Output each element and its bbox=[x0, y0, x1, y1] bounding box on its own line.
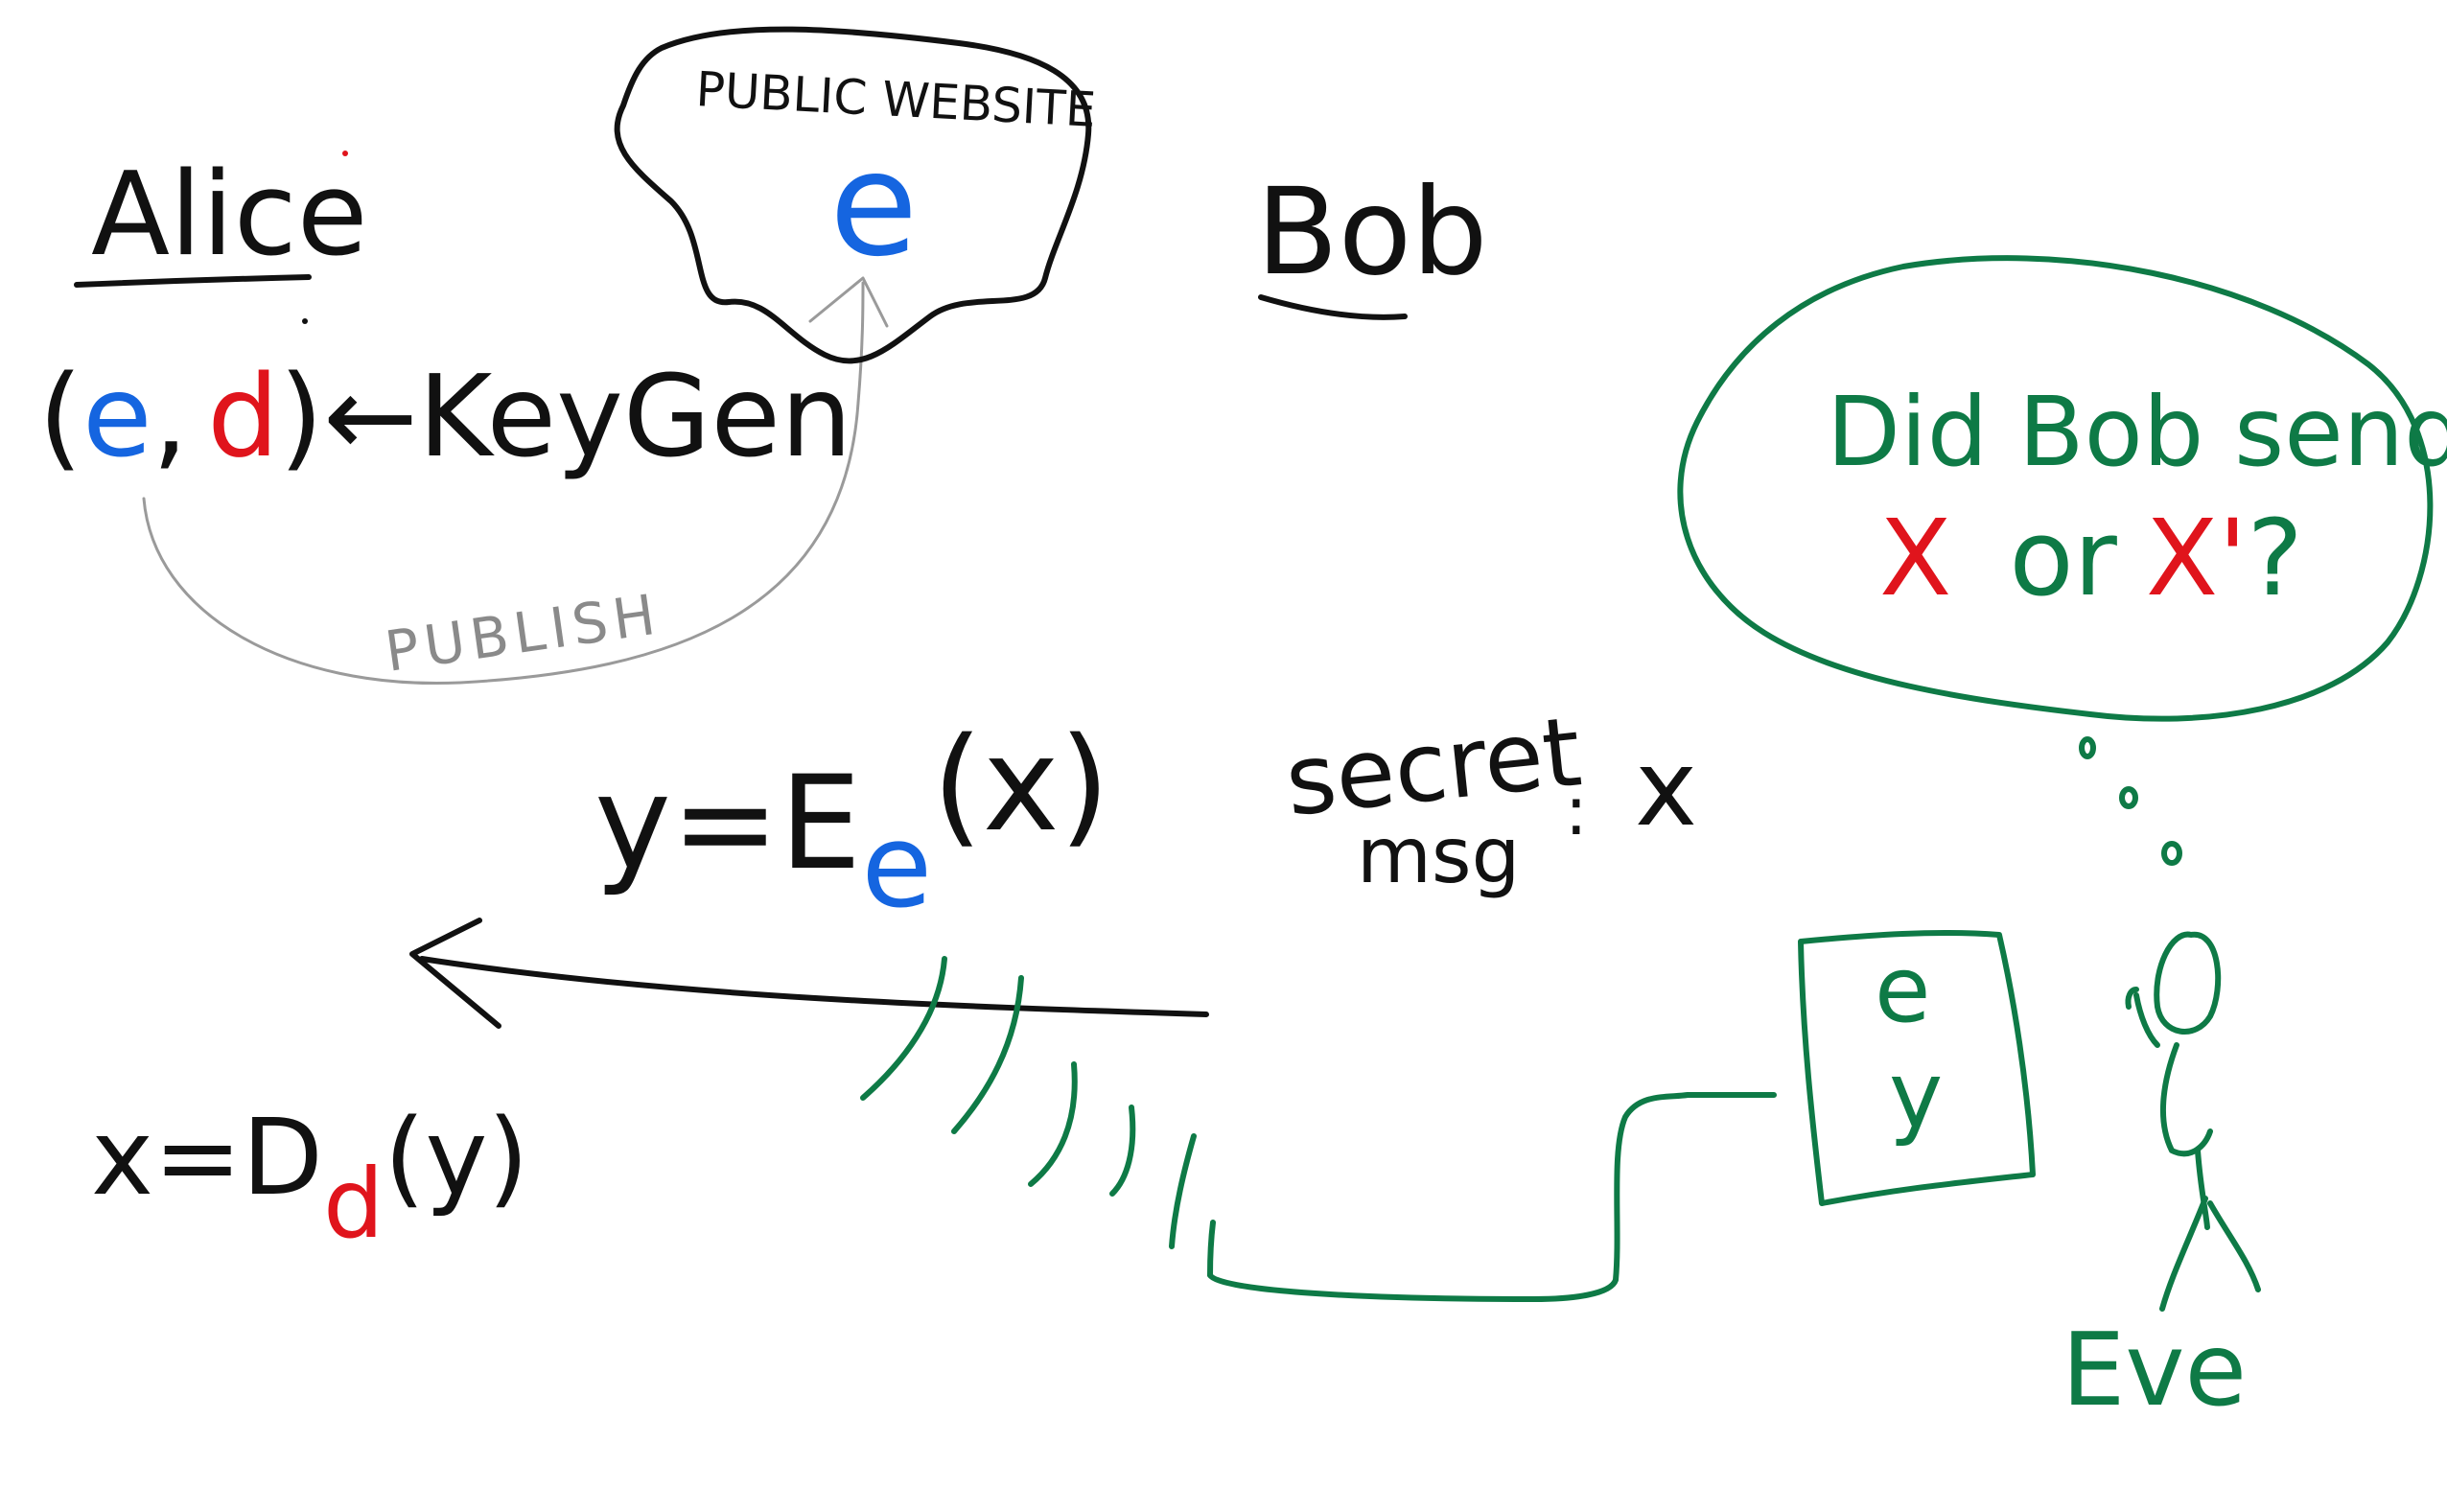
publish-label: PUBLISH bbox=[381, 581, 664, 685]
screen-ciphertext: y bbox=[1889, 1043, 1943, 1149]
thought-dot-3 bbox=[2079, 736, 2096, 759]
bob-name-underline bbox=[1258, 294, 1408, 320]
publish-arrow bbox=[142, 281, 865, 686]
secret-variable: x bbox=[1635, 727, 1697, 849]
signal-wave-3 bbox=[1028, 1061, 1078, 1187]
bob-name: Bob bbox=[1256, 163, 1488, 302]
keygen-public-key: e bbox=[82, 350, 152, 482]
message-arrowhead bbox=[409, 918, 501, 1029]
red-dot-mark bbox=[342, 151, 348, 156]
website-cloud-outline bbox=[614, 26, 1092, 364]
thought-question-line1: Did Bob send bbox=[1827, 376, 2447, 488]
keygen-open-paren: ( bbox=[38, 350, 82, 482]
eve-head bbox=[2154, 931, 2222, 1035]
eve-legs bbox=[2159, 1196, 2261, 1312]
thought-dot-2 bbox=[2119, 786, 2138, 809]
black-dot-mark bbox=[302, 318, 308, 324]
keygen-line: (e,d)←KeyGen bbox=[38, 350, 852, 482]
keygen-comma: , bbox=[152, 350, 189, 482]
thought-message-x: X bbox=[1879, 497, 1951, 619]
alice-name: Alice bbox=[91, 149, 368, 282]
thought-dot-1 bbox=[2161, 841, 2182, 866]
eve-name: Eve bbox=[2062, 1312, 2247, 1429]
public-website-cloud: PUBLIC WEBSITE e bbox=[614, 26, 1097, 364]
thought-question-mark: ? bbox=[2248, 497, 2303, 619]
publish-arrowhead bbox=[808, 276, 889, 328]
secret-label-line2: msg bbox=[1357, 811, 1520, 900]
tap-wire bbox=[1207, 1092, 1777, 1302]
eve-body bbox=[2160, 1042, 2213, 1230]
decrypt-equation: x=Dd(y) bbox=[91, 1096, 528, 1260]
alice-section: Alice (e,d)←KeyGen PUBLISH x=Dd(y) bbox=[38, 149, 889, 1260]
keygen-secret-key: d bbox=[207, 350, 279, 482]
tap-antenna bbox=[1169, 1133, 1216, 1278]
keygen-rest: )←KeyGen bbox=[279, 350, 852, 482]
website-public-key: e bbox=[829, 122, 918, 289]
intercept-screen bbox=[1798, 929, 2036, 1206]
signal-wave-2 bbox=[951, 975, 1024, 1134]
encrypt-equation: y=Ee(x) bbox=[594, 709, 1109, 934]
message-arrow bbox=[419, 956, 1209, 1017]
signal-wave-1 bbox=[860, 956, 947, 1101]
decrypt-suffix: (y) bbox=[384, 1096, 528, 1219]
alice-name-underline bbox=[74, 274, 312, 288]
encrypt-prefix: y=E bbox=[594, 748, 861, 898]
decrypt-key-subscript: d bbox=[323, 1148, 384, 1260]
encrypt-suffix: (x) bbox=[932, 709, 1109, 860]
secret-colon: : bbox=[1565, 772, 1588, 850]
thought-message-x-prime: X' bbox=[2146, 497, 2248, 619]
screen-public-key: e bbox=[1875, 938, 1930, 1043]
decrypt-prefix: x=D bbox=[91, 1096, 323, 1219]
encrypt-key-subscript: e bbox=[861, 801, 932, 934]
thought-cloud bbox=[1677, 255, 2434, 722]
signal-wave-4 bbox=[1109, 1105, 1136, 1197]
thought-or: or bbox=[2009, 497, 2117, 619]
eve-arm bbox=[2125, 987, 2160, 1048]
